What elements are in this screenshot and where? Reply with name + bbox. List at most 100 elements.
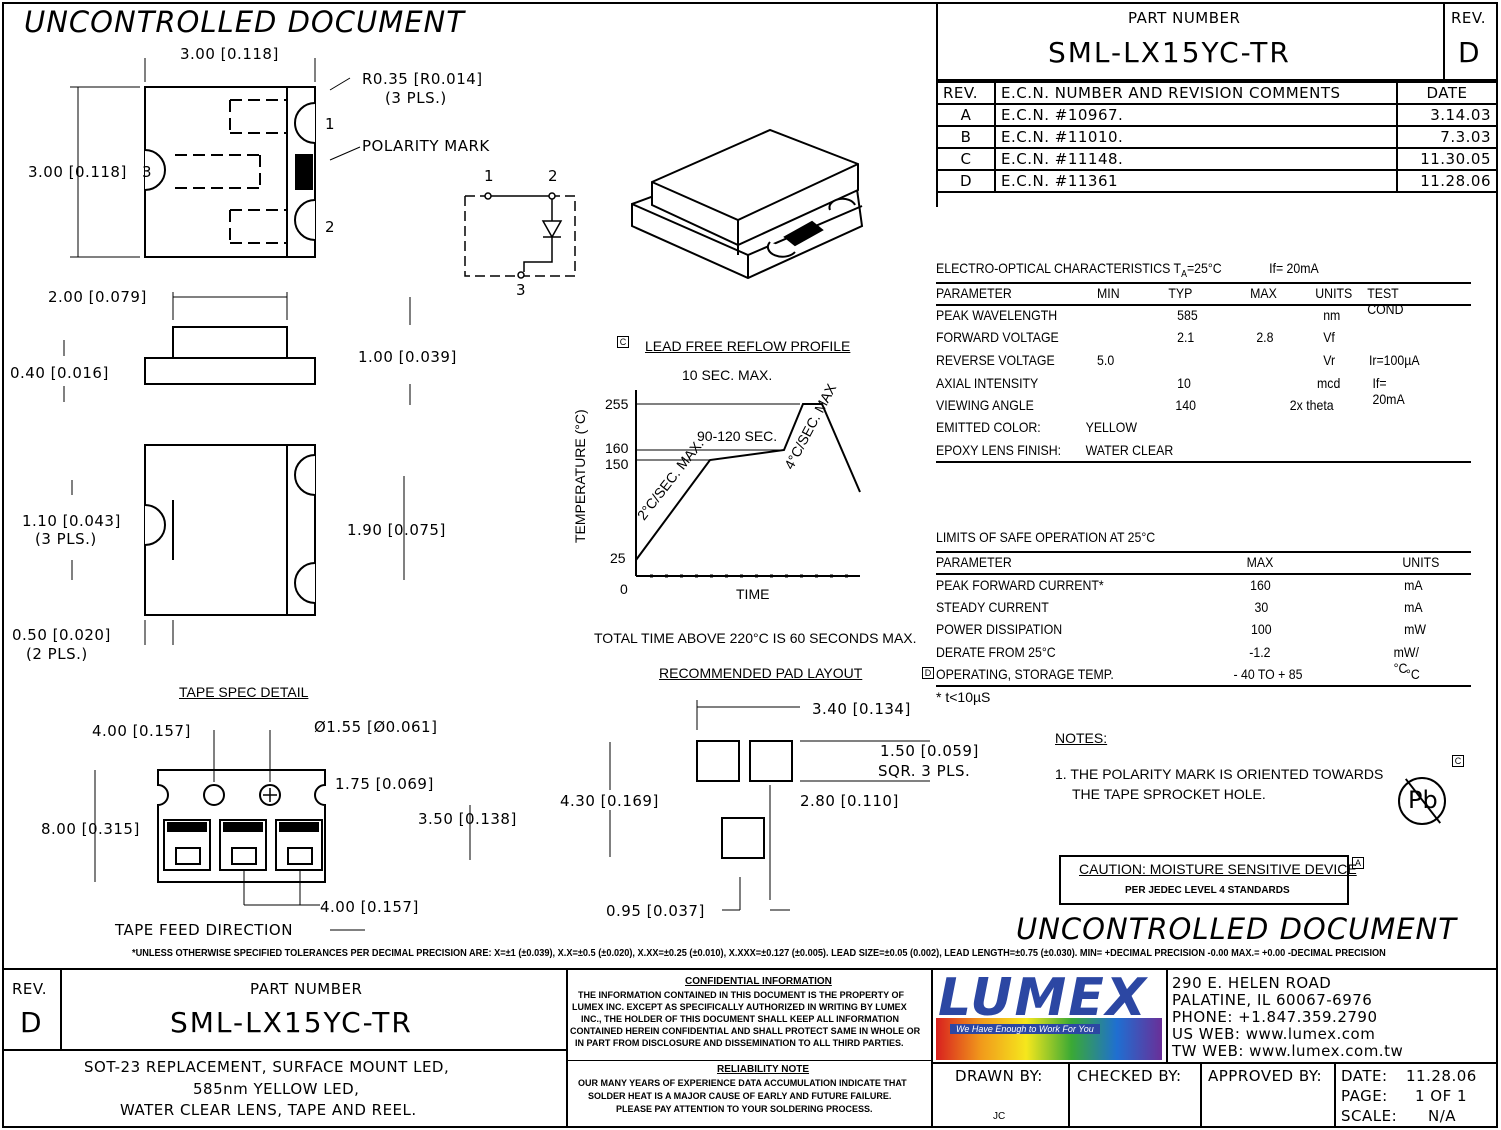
revision-row: B E.C.N. #11010. 7.3.03 bbox=[936, 125, 1498, 149]
address-line: PHONE: +1.847.359.2790 bbox=[1172, 1008, 1378, 1026]
footer-desc-3: WATER CLEAR LENS, TAPE AND REEL. bbox=[120, 1101, 417, 1119]
limits-param: OPERATING, STORAGE TEMP. bbox=[936, 666, 1114, 682]
eo-h-units: UNITS bbox=[1315, 285, 1353, 301]
frame-bottom bbox=[2, 1126, 1498, 1128]
eo-title: ELECTRO-OPTICAL CHARACTERISTICS TA=25°C … bbox=[936, 260, 1319, 280]
reflow-tick: 255 bbox=[605, 396, 629, 412]
side-height-dim: 1.00 [0.039] bbox=[358, 348, 457, 366]
schematic-pin3: 3 bbox=[516, 281, 527, 299]
schematic-pin1: 1 bbox=[484, 167, 495, 185]
address-line: PALATINE, IL 60067-6976 bbox=[1172, 991, 1373, 1009]
eo-param: AXIAL INTENSITY bbox=[936, 375, 1039, 391]
reflow-soak-note: 90-120 SEC. bbox=[697, 428, 778, 444]
tape-pocket-dim: 4.00 [0.157] bbox=[320, 898, 419, 916]
footer-part: SML-LX15YC-TR bbox=[170, 1006, 413, 1039]
limits-max: - 40 TO + 85 bbox=[1233, 666, 1303, 682]
frame-left bbox=[2, 2, 4, 1128]
eo-lens-row: EPOXY LENS FINISH: WATER CLEAR bbox=[936, 442, 1407, 464]
footer-conf-mid bbox=[566, 1060, 932, 1061]
schematic-pin2: 2 bbox=[548, 167, 559, 185]
pad-gap-dim: 0.95 [0.037] bbox=[606, 902, 705, 920]
eo-typ: 140 bbox=[1175, 397, 1196, 413]
notch-dim: 1.10 [0.043] bbox=[22, 512, 121, 530]
revision-row: A E.C.N. #10967. 3.14.03 bbox=[936, 103, 1498, 127]
eo-param: VIEWING ANGLE bbox=[936, 397, 1034, 413]
reliability-line: SOLDER HEAT IS A MAJOR CAUSE OF EARLY AN… bbox=[588, 1091, 892, 1101]
footer-rev: D bbox=[20, 1006, 44, 1039]
checked-label: CHECKED BY: bbox=[1077, 1067, 1182, 1085]
reliability-line: OUR MANY YEARS OF EXPERIENCE DATA ACCUMU… bbox=[578, 1078, 907, 1088]
pad-width-dim: 3.40 [0.134] bbox=[812, 700, 911, 718]
reflow-title: LEAD FREE REFLOW PROFILE bbox=[645, 338, 851, 354]
limits-rule-bottom bbox=[936, 685, 1471, 687]
address-line: US WEB: www.lumex.com bbox=[1172, 1025, 1376, 1043]
caution-marker: A bbox=[1352, 857, 1364, 869]
tape-offset-dim: 1.75 [0.069] bbox=[335, 775, 434, 793]
emitted-color: YELLOW bbox=[1085, 419, 1137, 435]
limits-units: mA bbox=[1404, 577, 1423, 593]
limits-max: 100 bbox=[1251, 621, 1272, 637]
ecn-cell: E.C.N. #11361 bbox=[994, 169, 1398, 193]
reflow-tick: 160 bbox=[605, 440, 629, 456]
eo-units: mcd bbox=[1317, 375, 1341, 391]
approved-label: APPROVED BY: bbox=[1208, 1067, 1323, 1085]
limits-row: PEAK FORWARD CURRENT* 160 mA bbox=[936, 577, 1423, 599]
rev-cell: B bbox=[936, 125, 996, 149]
footer-rev-divider bbox=[60, 968, 62, 1050]
eo-units: nm bbox=[1323, 307, 1341, 323]
scale-value: N/A bbox=[1428, 1107, 1457, 1125]
eo-max: 2.8 bbox=[1256, 329, 1274, 345]
limits-units: mW/°C bbox=[1393, 644, 1419, 676]
pad-layout bbox=[609, 700, 930, 911]
ecn-cell: E.C.N. #11010. bbox=[994, 125, 1398, 149]
reflow-xlabel: TIME bbox=[736, 586, 770, 602]
limits-max: 30 bbox=[1254, 599, 1269, 615]
limits-param: STEADY CURRENT bbox=[936, 599, 1049, 615]
date-label: DATE: bbox=[1341, 1067, 1388, 1085]
date-value: 11.28.06 bbox=[1406, 1067, 1477, 1085]
pad-pitch-dim: 2.80 [0.110] bbox=[800, 792, 899, 810]
limits-param: PEAK FORWARD CURRENT* bbox=[936, 577, 1104, 593]
eo-h-typ: TYP bbox=[1168, 285, 1193, 301]
date-cell: 7.3.03 bbox=[1396, 125, 1498, 149]
footer-top bbox=[2, 968, 1498, 970]
limits-row: STEADY CURRENT 30 mA bbox=[936, 599, 1423, 621]
logo-tagline: We Have Enough to Work For You bbox=[950, 1024, 1100, 1034]
radius-label: R0.35 [R0.014] bbox=[362, 70, 483, 88]
date-cell: 3.14.03 bbox=[1396, 103, 1498, 127]
lens-label: EPOXY LENS FINISH: bbox=[936, 442, 1062, 458]
top-pin1: 1 bbox=[325, 115, 336, 133]
pad-count: SQR. 3 PLS. bbox=[878, 762, 971, 780]
span-dim: 1.90 [0.075] bbox=[347, 521, 446, 539]
limits-units: mW bbox=[1404, 621, 1427, 637]
bottom-view bbox=[71, 444, 405, 645]
limits-row: OPERATING, STORAGE TEMP. - 40 TO + 85 °C bbox=[936, 666, 1420, 688]
frame-top bbox=[2, 2, 1498, 4]
side-width-dim: 2.00 [0.079] bbox=[48, 288, 147, 306]
edge-count: (2 PLS.) bbox=[26, 645, 88, 663]
reliability-line: PLEASE PAY ATTENTION TO YOUR SOLDERING P… bbox=[616, 1104, 873, 1114]
eo-row: FORWARD VOLTAGE 2.1 2.8 Vf bbox=[936, 329, 1407, 351]
limits-h-units: UNITS bbox=[1402, 554, 1440, 570]
lens-value: WATER CLEAR bbox=[1085, 442, 1174, 458]
eo-units: Vf bbox=[1323, 329, 1335, 345]
reflow-chart bbox=[635, 390, 861, 578]
limits-h-param: PARAMETER bbox=[936, 554, 1012, 570]
limits-row: POWER DISSIPATION 100 mW bbox=[936, 621, 1426, 643]
tape-pitch-dim: 4.00 [0.157] bbox=[92, 722, 191, 740]
limits-units: mA bbox=[1404, 599, 1423, 615]
frame-right bbox=[1496, 2, 1498, 1128]
pad-size-dim: 1.50 [0.059] bbox=[880, 742, 979, 760]
notes-marker: C bbox=[1452, 755, 1464, 767]
footer-part-label: PART NUMBER bbox=[250, 980, 363, 998]
rev-cell: A bbox=[936, 103, 996, 127]
pad-height-dim: 4.30 [0.169] bbox=[560, 792, 659, 810]
reflow-tick: 0 bbox=[620, 581, 628, 597]
eo-color-row: EMITTED COLOR: YELLOW bbox=[936, 419, 1407, 441]
revision-table: REV. E.C.N. NUMBER AND REVISION COMMENTS… bbox=[936, 81, 1498, 193]
limits-units: °C bbox=[1405, 666, 1420, 682]
notes-title: NOTES: bbox=[1055, 730, 1108, 746]
eo-h-min: MIN bbox=[1097, 285, 1120, 301]
footer-logo-divider bbox=[931, 968, 933, 1128]
